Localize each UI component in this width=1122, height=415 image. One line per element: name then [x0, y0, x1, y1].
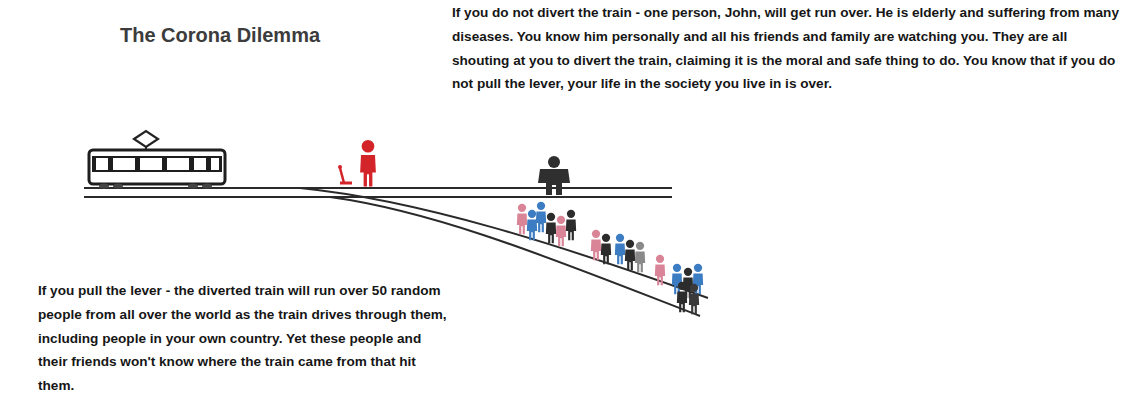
lever-base — [340, 182, 352, 185]
tram-window — [167, 158, 189, 170]
pantograph — [134, 131, 158, 147]
diagram-title: The Corona Dilemma — [120, 24, 320, 47]
head — [548, 156, 560, 168]
crowd-person — [566, 210, 576, 241]
tram-window — [211, 158, 219, 170]
crowd-person — [546, 213, 556, 244]
lever — [338, 165, 352, 183]
tram-wheel — [188, 184, 198, 189]
tram-window — [113, 158, 135, 170]
tram-window — [194, 158, 206, 170]
crowd — [517, 202, 703, 315]
crowd-person — [591, 230, 601, 261]
crowd-person — [689, 284, 699, 315]
lever-arm — [340, 168, 344, 183]
rail — [84, 196, 672, 198]
tram — [89, 131, 225, 189]
tram-wheel — [202, 184, 212, 189]
crowd-person — [615, 234, 625, 265]
rail — [84, 187, 672, 189]
lever-person — [360, 140, 376, 187]
crowd-person — [625, 240, 635, 271]
crowd-person — [655, 255, 665, 286]
crowd-person — [517, 204, 527, 235]
tram-window — [140, 158, 162, 170]
body — [538, 169, 570, 195]
tram-body — [89, 150, 225, 184]
crowd-person — [635, 242, 645, 273]
lever-knob — [338, 165, 342, 169]
branch-rail — [330, 197, 700, 316]
scenario-text: If you do not divert the train - one per… — [452, 1, 1120, 96]
crowd-person — [536, 202, 546, 233]
crowd-person — [601, 234, 611, 265]
crowd-person — [556, 216, 566, 247]
window-band — [92, 156, 222, 172]
scenario-text: If you pull the lever - the diverted tra… — [38, 279, 450, 398]
tram-wheel — [99, 184, 109, 189]
john-figure — [538, 156, 570, 195]
tram-window — [96, 158, 108, 170]
crowd-person — [527, 210, 537, 241]
tram-wheel — [113, 184, 123, 189]
crowd-person — [677, 282, 687, 313]
